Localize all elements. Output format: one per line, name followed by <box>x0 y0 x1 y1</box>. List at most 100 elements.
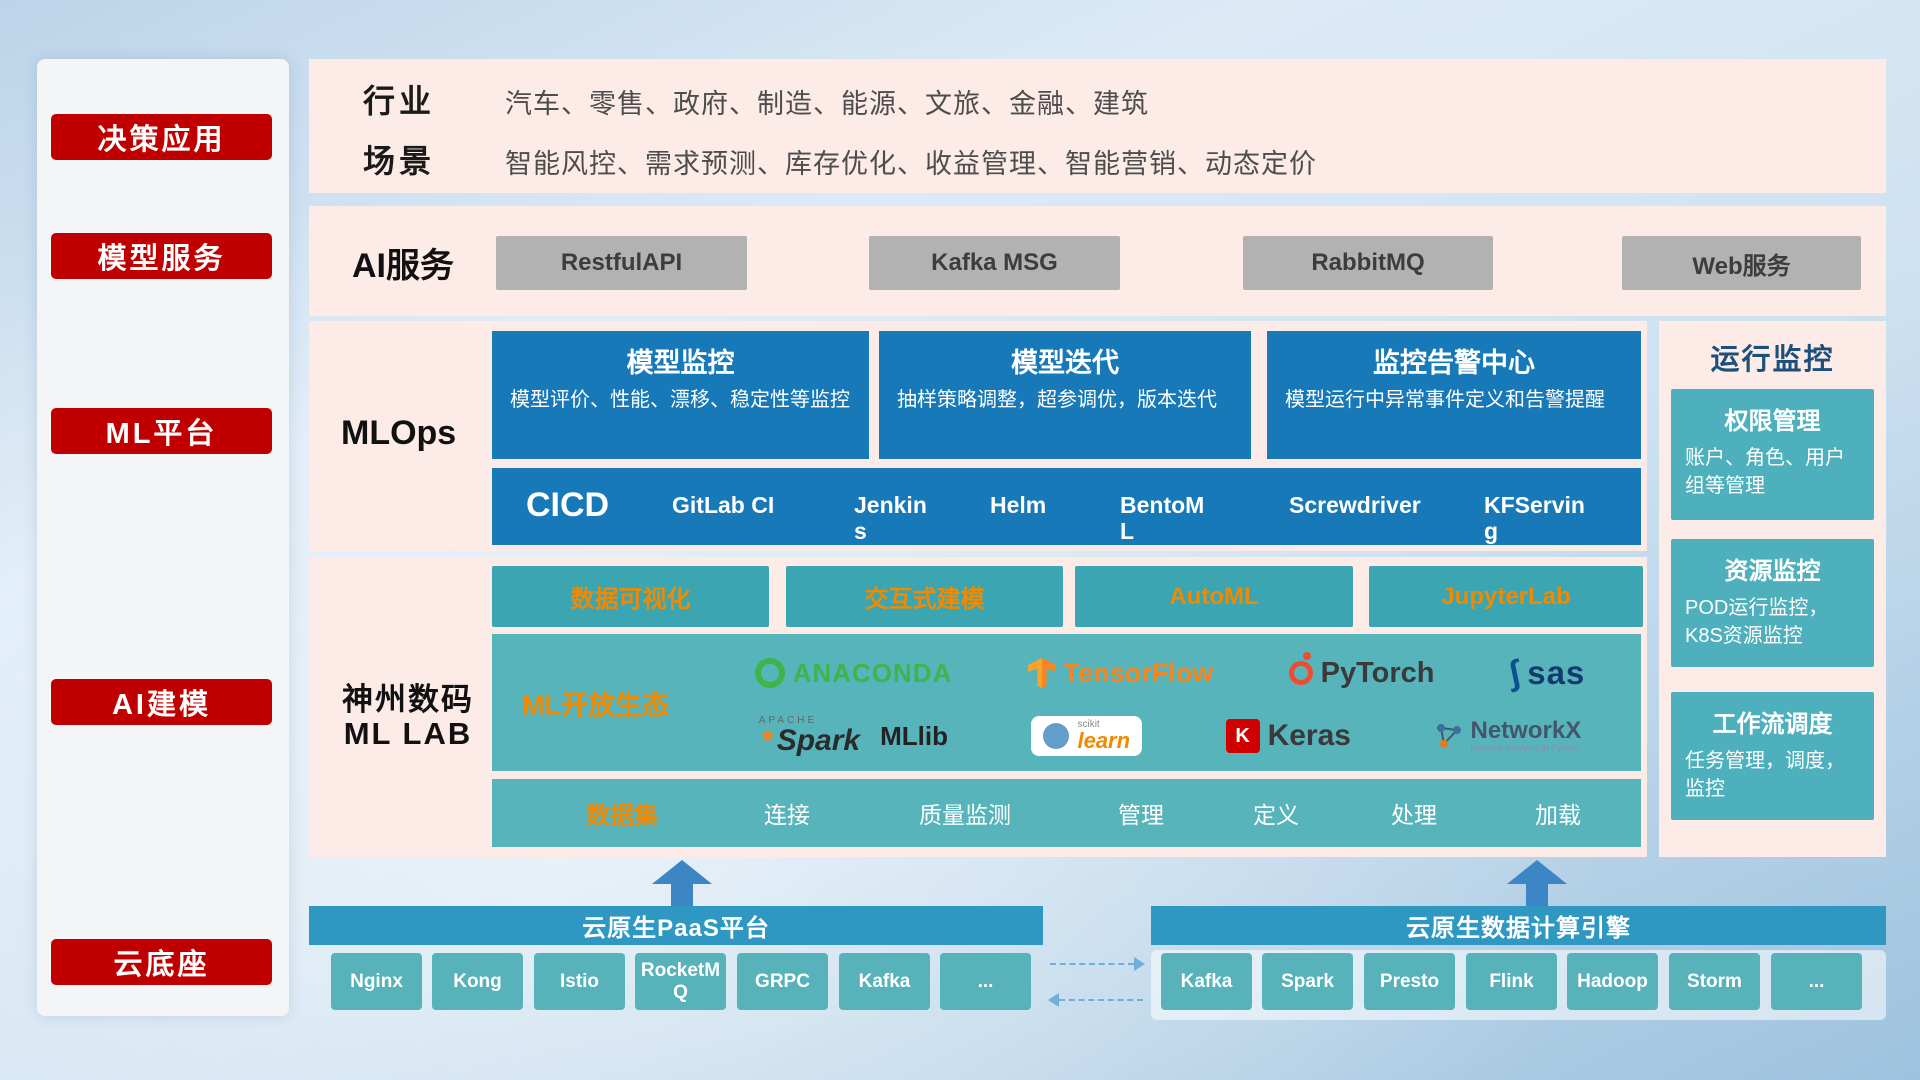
networkx-icon <box>1436 724 1461 748</box>
mllab-label-line2: ML LAB <box>343 716 473 751</box>
dataset-item-manage: 管理 <box>1118 802 1164 828</box>
spark-wordmark: APACHE ★Spark <box>759 716 860 756</box>
card-title: 资源监控 <box>1724 558 1821 585</box>
service-web: Web服务 <box>1622 236 1861 290</box>
card-title: 工作流调度 <box>1712 711 1833 738</box>
learn-label: learn <box>1077 728 1131 753</box>
card-desc: 抽样策略调整，超参调优，版本迭代 <box>897 389 1217 411</box>
engine-item-more: ... <box>1771 953 1862 1010</box>
sidebar-item-model-service: 模型服务 <box>51 233 272 279</box>
spark-apache-label: APACHE <box>758 715 818 726</box>
paas-item-istio: Istio <box>534 953 625 1010</box>
scene-text: 智能风控、需求预测、库存优化、收益管理、智能营销、动态定价 <box>505 149 1317 179</box>
dataset-item-load: 加载 <box>1535 802 1581 828</box>
dataset-item-define: 定义 <box>1253 802 1299 828</box>
industry-band <box>309 59 1886 193</box>
service-kafka-msg: Kafka MSG <box>869 236 1120 290</box>
tool-jupyterlab: JupyterLab <box>1369 566 1643 627</box>
card-permission-mgmt: 权限管理 账户、角色、用户组等管理 <box>1671 389 1874 520</box>
cicd-label: CICD <box>526 486 610 524</box>
scene-label: 场景 <box>363 143 436 179</box>
spark-mllib-logo: APACHE ★Spark MLlib <box>759 716 948 756</box>
paas-item-more: ... <box>940 953 1031 1010</box>
cicd-item-gitlab-ci: GitLab CI <box>672 492 775 518</box>
runtime-monitor-title: 运行监控 <box>1710 344 1835 376</box>
anaconda-label: ANACONDA <box>792 657 953 688</box>
networkx-label: NetworkX <box>1470 716 1582 744</box>
networkx-logo: NetworkX Network Analysis in Python <box>1435 716 1582 754</box>
card-resource-monitor: 资源监控 POD运行监控，K8S资源监控 <box>1671 539 1874 667</box>
tool-interactive-modeling: 交互式建模 <box>786 566 1063 627</box>
engine-item-hadoop: Hadoop <box>1567 953 1658 1010</box>
ml-ecosystem-label: ML开放生态 <box>522 690 669 720</box>
cicd-item-helm: Helm <box>990 492 1047 518</box>
dataset-item-connect: 连接 <box>764 802 810 828</box>
dataset-item-quality: 质量监测 <box>919 802 1011 828</box>
tool-data-visualization: 数据可视化 <box>492 566 769 627</box>
card-title: 权限管理 <box>1724 408 1821 435</box>
paas-item-nginx: Nginx <box>331 953 422 1010</box>
card-workflow-scheduler: 工作流调度 任务管理，调度，监控 <box>1671 692 1874 820</box>
card-model-monitoring: 模型监控 模型评价、性能、漂移、稳定性等监控 <box>492 331 869 459</box>
dashed-arrow-right-icon <box>1050 963 1134 965</box>
networkx-subtitle: Network Analysis in Python <box>1470 743 1580 754</box>
service-rabbitmq: RabbitMQ <box>1243 236 1493 290</box>
industry-text: 汽车、零售、政府、制造、能源、文旅、金融、建筑 <box>505 89 1149 119</box>
card-title: 模型迭代 <box>1011 348 1119 378</box>
sas-label: sas <box>1527 654 1586 691</box>
paas-item-kong: Kong <box>432 953 523 1010</box>
ai-service-label: AI服务 <box>352 247 454 285</box>
sas-swoosh-icon: ∫ <box>1505 652 1523 693</box>
scikit-learn-logo: scikit learn <box>1031 716 1143 756</box>
logo-row-2: APACHE ★Spark MLlib scikit learn K Keras <box>717 706 1623 766</box>
mllab-label-line1: 神州数码 <box>342 682 474 717</box>
card-desc: 任务管理，调度，监控 <box>1685 750 1845 800</box>
scikit-label: scikit <box>1077 719 1100 730</box>
paas-item-grpc: GRPC <box>737 953 828 1010</box>
dataset-item-process: 处理 <box>1391 802 1437 828</box>
up-arrow-icon <box>652 860 712 906</box>
sidebar-item-cloud-base: 云底座 <box>51 939 272 985</box>
dataset-label: 数据集 <box>586 802 658 830</box>
sidebar-item-ml-platform: ML平台 <box>51 408 272 454</box>
anaconda-logo: ANACONDA <box>754 657 953 689</box>
engine-item-kafka: Kafka <box>1161 953 1252 1010</box>
pytorch-label: PyTorch <box>1320 656 1435 689</box>
card-alert-center: 监控告警中心 模型运行中异常事件定义和告警提醒 <box>1267 331 1641 459</box>
pytorch-logo: PyTorch <box>1288 652 1435 690</box>
ml-ecosystem-bar: ML开放生态 ANACONDA TensorFlow PyTorch ∫ sas <box>492 634 1641 771</box>
spark-label: Spark <box>776 724 861 757</box>
card-desc: 模型运行中异常事件定义和告警提醒 <box>1285 389 1605 411</box>
dashed-arrow-left-icon <box>1059 999 1143 1001</box>
card-title: 监控告警中心 <box>1373 348 1535 378</box>
tensorflow-label: TensorFlow <box>1063 657 1214 688</box>
paas-item-kafka: Kafka <box>839 953 930 1010</box>
engine-item-presto: Presto <box>1364 953 1455 1010</box>
spark-star-icon: ★ <box>758 725 777 747</box>
logo-row-1: ANACONDA TensorFlow PyTorch ∫ sas <box>717 644 1623 702</box>
cicd-item-bentoml: BentoML <box>1120 492 1205 545</box>
keras-logo: K Keras <box>1225 719 1351 753</box>
sidebar-item-ai-modeling: AI建模 <box>51 679 272 725</box>
engine-item-flink: Flink <box>1466 953 1557 1010</box>
mllib-label: MLlib <box>880 720 948 751</box>
industry-label: 行业 <box>363 83 436 119</box>
scikit-learn-icon <box>1043 723 1070 749</box>
card-desc: 模型评价、性能、漂移、稳定性等监控 <box>510 389 850 411</box>
service-restfulapi: RestfulAPI <box>496 236 747 290</box>
up-arrow-icon <box>1507 860 1567 906</box>
tensorflow-icon <box>1027 658 1056 688</box>
keras-icon: K <box>1225 719 1260 753</box>
cicd-bar: CICD GitLab CI Jenkins Helm BentoML Scre… <box>492 468 1641 545</box>
dashed-arrow-left-head-icon <box>1048 993 1059 1007</box>
left-sidebar-panel <box>37 59 289 1016</box>
cicd-item-kfserving: KFServing <box>1484 492 1585 545</box>
card-desc: 账户、角色、用户组等管理 <box>1685 447 1845 497</box>
anaconda-icon <box>754 658 785 688</box>
tool-automl: AutoML <box>1075 566 1353 627</box>
engine-item-spark: Spark <box>1262 953 1353 1010</box>
engine-item-storm: Storm <box>1669 953 1760 1010</box>
keras-label: Keras <box>1267 719 1351 752</box>
dashed-arrow-right-head-icon <box>1134 957 1145 971</box>
